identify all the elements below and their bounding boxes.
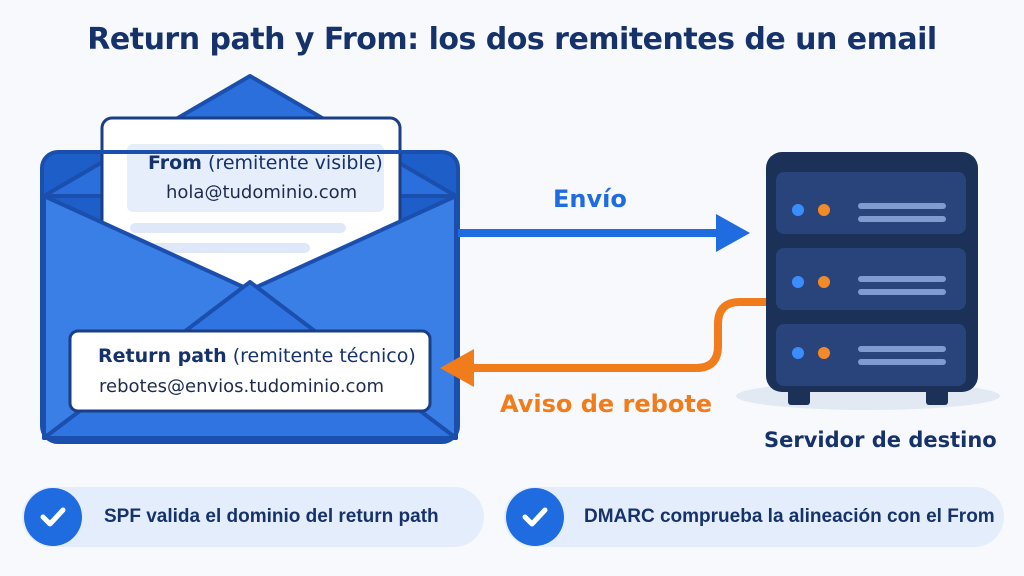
check-icon: [24, 488, 82, 546]
return-path-label-strong: Return path: [98, 345, 227, 367]
return-path-label: Return path (remitente técnico): [98, 345, 416, 367]
bounce-label: Aviso de rebote: [500, 390, 713, 418]
spf-note: SPF valida el dominio del return path: [22, 487, 484, 547]
send-arrow: [458, 214, 750, 252]
dmarc-note-text: DMARC comprueba la alineación con el Fro…: [584, 506, 995, 527]
diagram-title: Return path y From: los dos remitentes d…: [87, 22, 937, 57]
dmarc-note: DMARC comprueba la alineación con el Fro…: [504, 487, 1004, 547]
server-icon: [736, 152, 1000, 410]
from-email: hola@tudominio.com: [166, 182, 358, 203]
from-label-rest: (remitente visible): [202, 152, 383, 174]
return-path-label-rest: (remitente técnico): [226, 345, 416, 367]
send-label: Envío: [553, 185, 627, 213]
from-label-strong: From: [148, 152, 202, 174]
return-path-email: rebotes@envios.tudominio.com: [99, 376, 384, 397]
from-label: From (remitente visible): [148, 152, 383, 174]
check-icon: [506, 488, 564, 546]
server-label: Servidor de destino: [764, 428, 997, 452]
spf-note-text: SPF valida el dominio del return path: [104, 506, 439, 527]
bounce-arrow: [440, 298, 768, 387]
envelope-icon: [40, 74, 460, 444]
